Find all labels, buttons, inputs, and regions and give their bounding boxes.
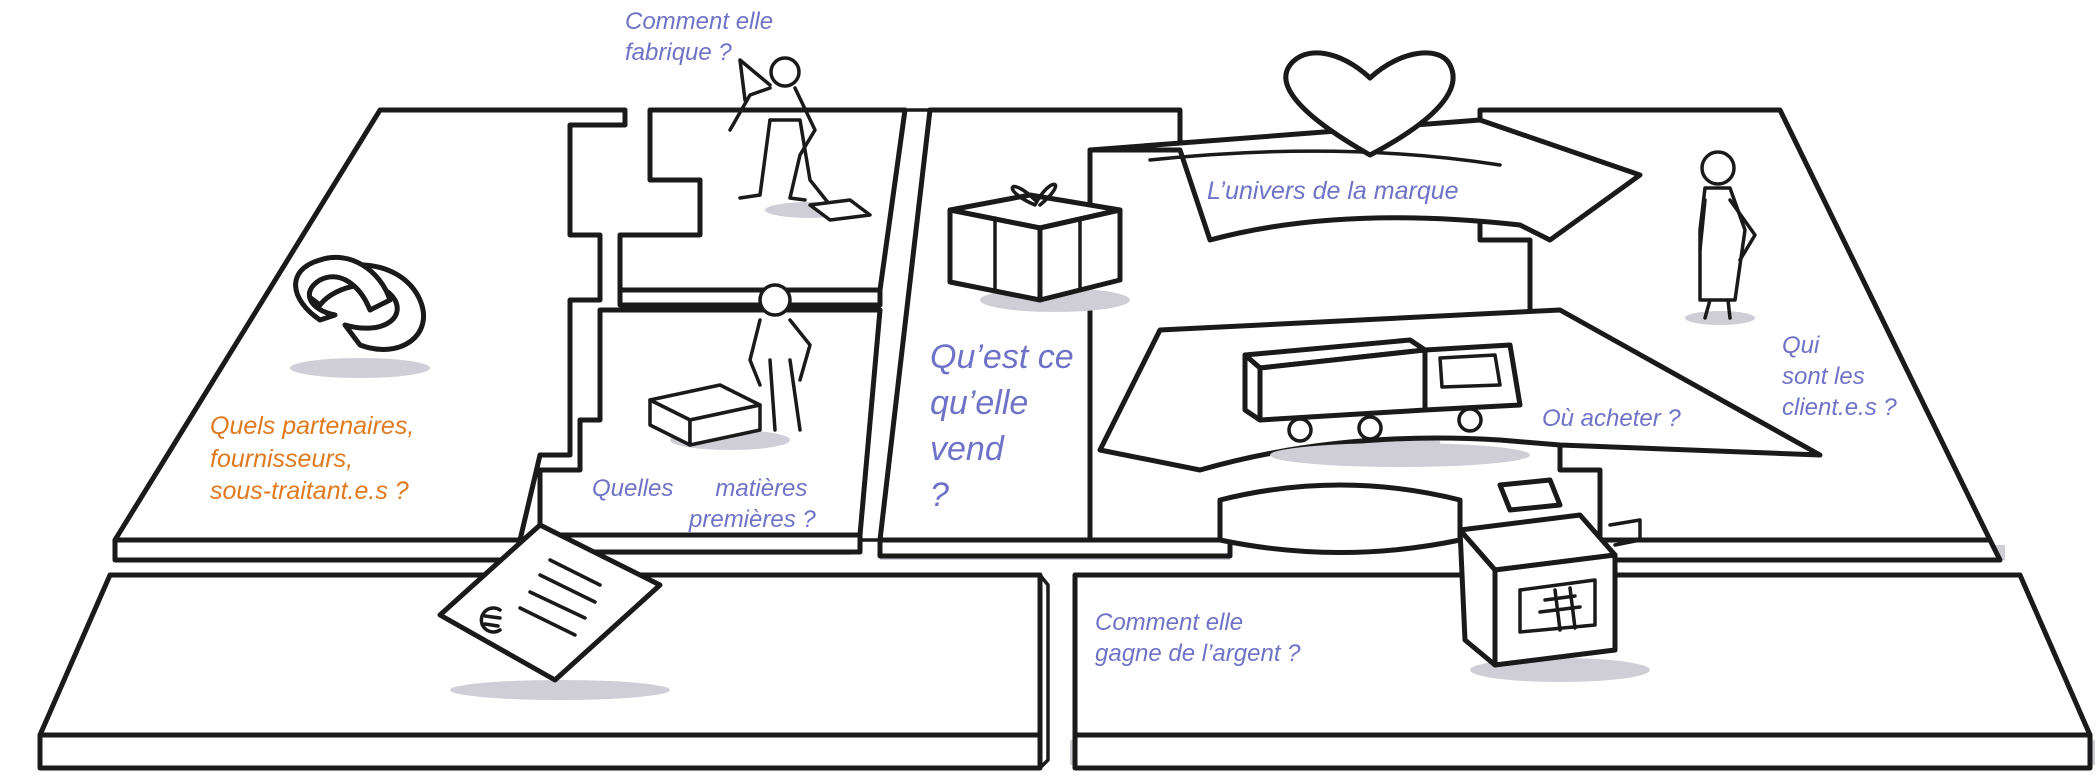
label-what-sold: Qu’est ce qu’elle vend ? — [930, 335, 1074, 519]
truck-icon — [1242, 337, 1530, 467]
label-how-earn: Comment elle gagne de l’argent ? — [1095, 607, 1301, 669]
label-what-sold-line1: Qu’est ce — [930, 338, 1074, 376]
cash-register-icon — [1457, 477, 1650, 682]
label-raw-materials: Quelles matières premières ? — [592, 473, 816, 535]
label-how-made-line2: fabrique ? — [625, 39, 732, 67]
invoice-icon — [437, 522, 670, 700]
label-who-clients-line1: Qui — [1782, 332, 1820, 359]
label-partners-line1: Quels partenaires, — [210, 412, 415, 440]
gift-icon — [947, 182, 1130, 312]
label-partners-line2: fournisseurs, — [210, 444, 354, 473]
label-brand-universe-text: L’univers de la marque — [1207, 177, 1459, 205]
label-where-buy-text: Où acheter ? — [1542, 405, 1681, 432]
label-what-sold-line4: ? — [930, 475, 949, 514]
label-how-earn-line2: gagne de l’argent ? — [1095, 640, 1301, 668]
label-partners: Quels partenaires, fournisseurs, sous-tr… — [210, 410, 414, 508]
label-how-made-line1: Comment elle — [625, 8, 774, 35]
label-brand-universe: L’univers de la marque — [1207, 175, 1459, 208]
customer-relationships-arrow — [1087, 117, 1643, 243]
heart-icon — [1283, 50, 1456, 158]
label-raw-materials-line1: Quelles matières — [592, 473, 816, 504]
label-partners-line3: sous-traitant.e.s ? — [210, 477, 409, 505]
label-raw-materials-word1: Quelles — [592, 475, 674, 502]
label-what-sold-line2: qu’elle — [930, 383, 1029, 422]
label-how-made: Comment elle fabrique ? — [625, 6, 773, 68]
label-who-clients: Qui sont les client.e.s ? — [1782, 330, 1897, 424]
customer-icon — [1685, 150, 1757, 325]
block-key-partners — [112, 107, 628, 563]
label-where-buy: Où acheter ? — [1542, 403, 1681, 434]
label-who-clients-line3: client.e.s ? — [1782, 394, 1897, 422]
label-raw-materials-word2: matières — [715, 475, 808, 502]
worker-crate-icon — [648, 283, 812, 450]
label-how-earn-line1: Comment elle — [1095, 609, 1244, 636]
center-platform — [1217, 482, 1463, 555]
label-raw-materials-line2: premières ? — [689, 506, 816, 534]
worker-shovel-icon — [728, 56, 872, 222]
label-what-sold-line3: vend — [930, 429, 1004, 468]
chain-link-icon — [290, 254, 430, 378]
label-who-clients-line2: sont les — [1782, 363, 1865, 391]
